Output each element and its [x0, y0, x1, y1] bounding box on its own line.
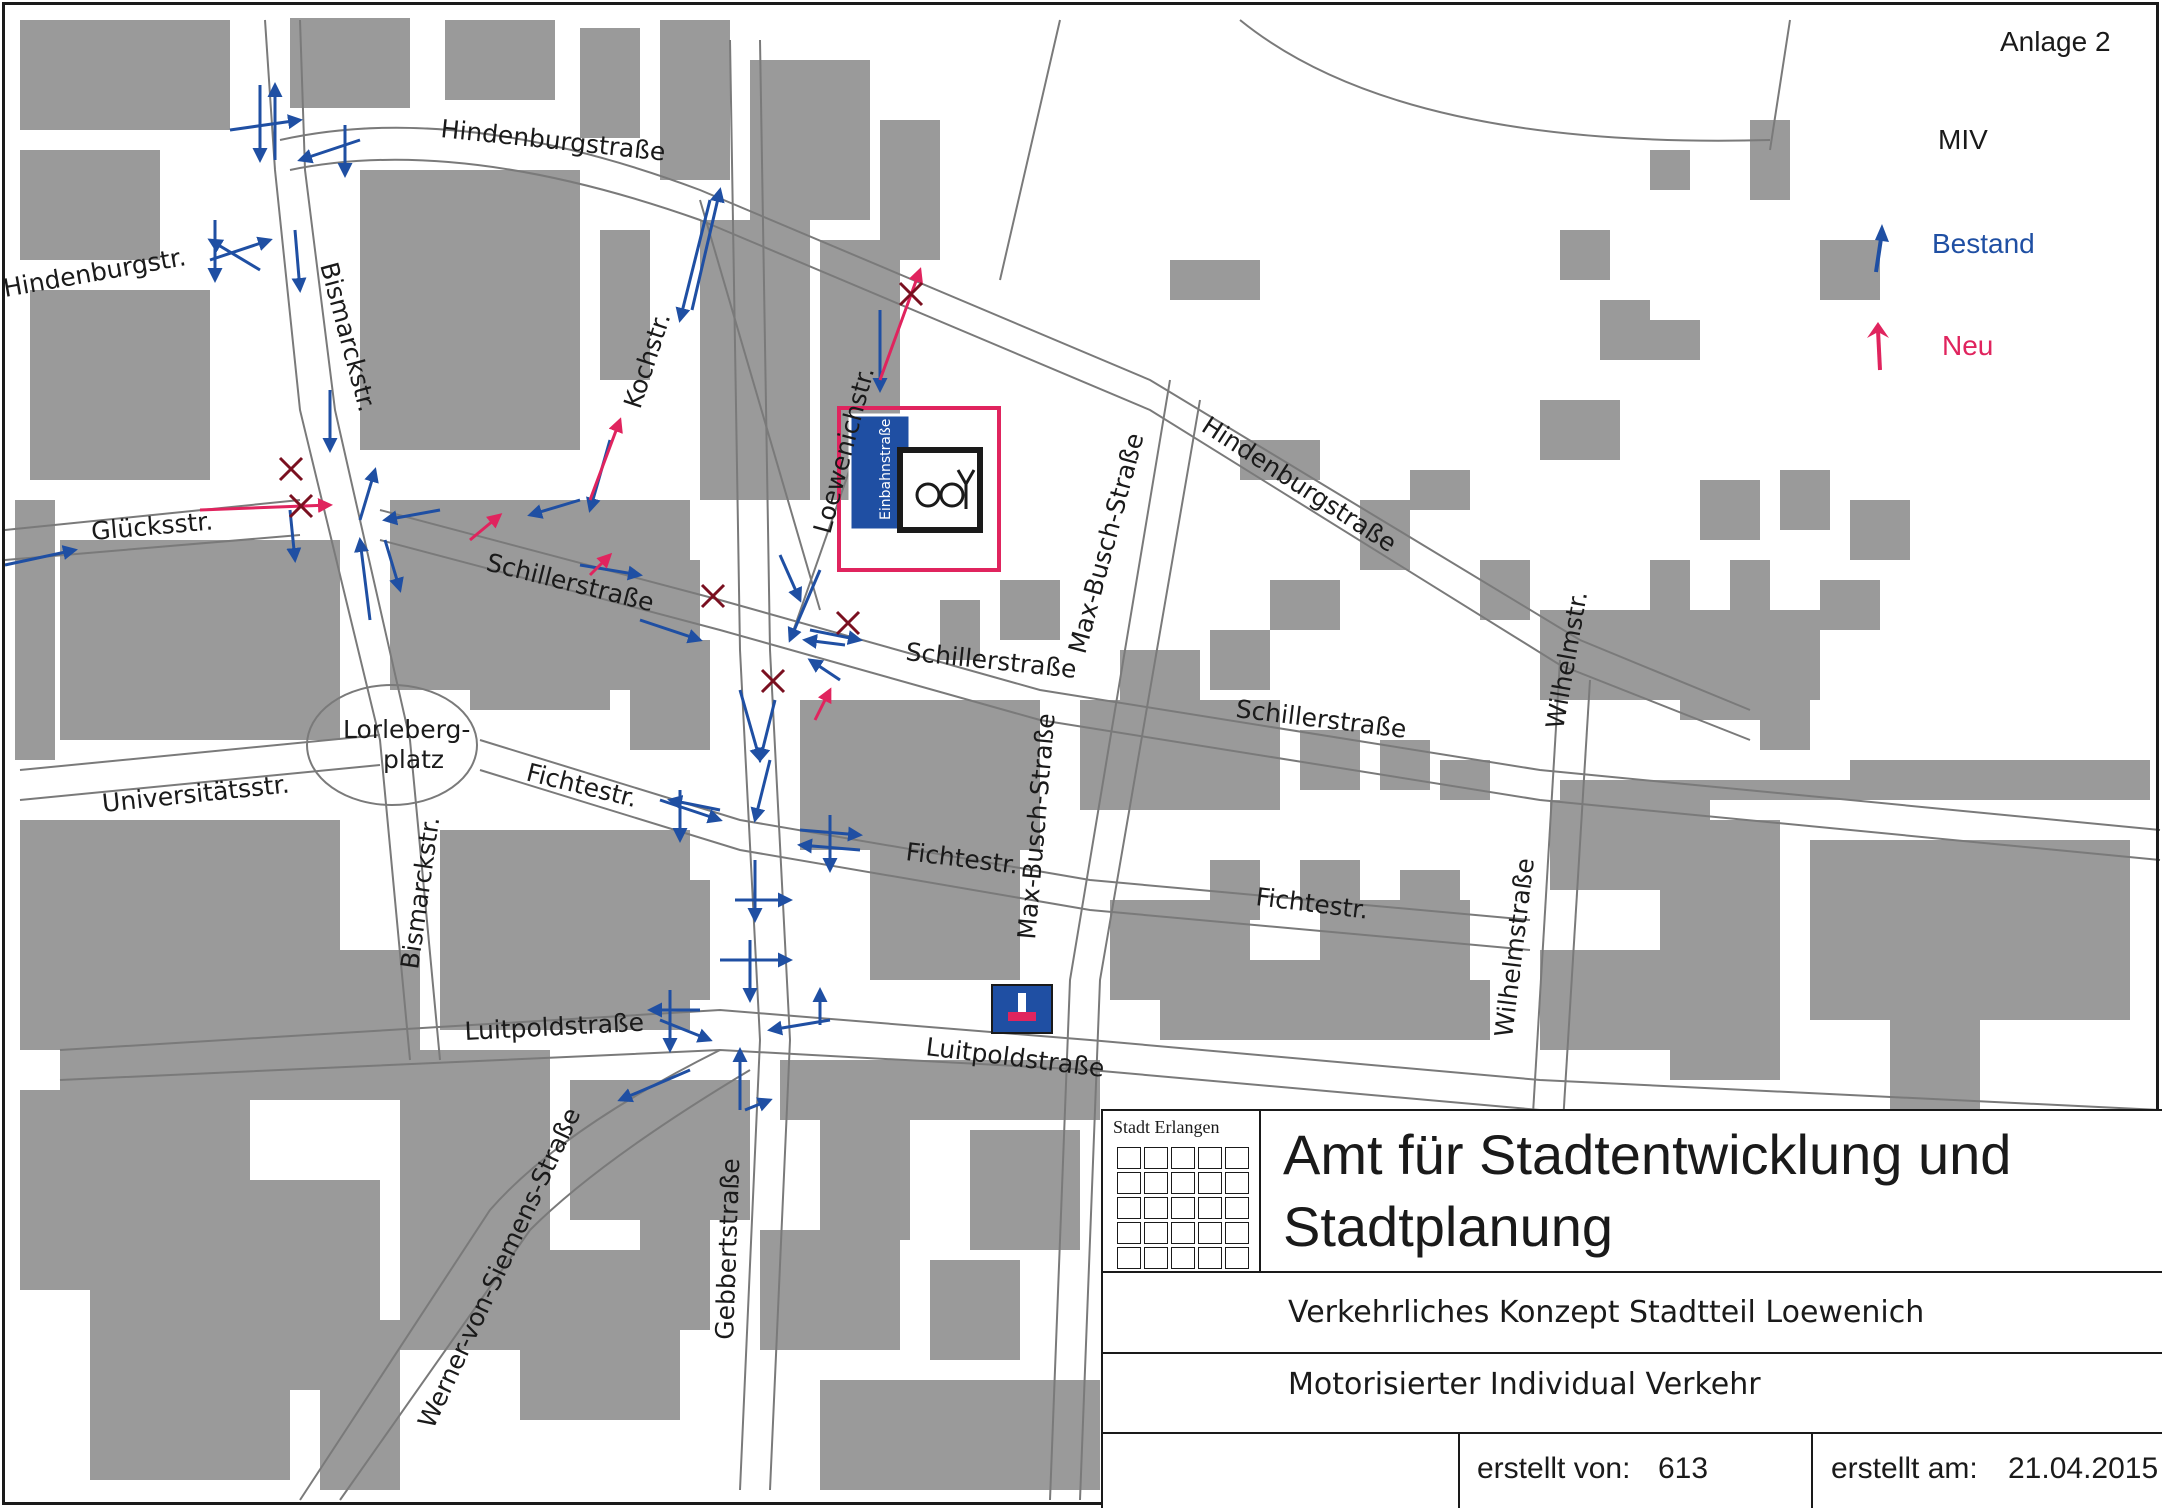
legend-heading: MIV — [1938, 124, 1988, 155]
arrow-new-loewenich — [878, 267, 923, 381]
arrow-existing-schiller-c2 — [639, 618, 703, 644]
arrow-existing-schiller-e3 — [807, 658, 841, 682]
arrow-existing-koch-4 — [690, 187, 725, 311]
arrow-existing-wvsiemens — [617, 1068, 691, 1103]
annex-label: Anlage 2 — [2000, 26, 2111, 57]
arrow-existing-hindenburg-w — [229, 114, 303, 132]
arrow-existing-loew-5 — [738, 689, 764, 763]
logo-grid-icon — [1117, 1147, 1249, 1269]
label-fichtestr-w: Fichtestr. — [524, 758, 641, 813]
road-network — [4, 19, 2161, 1501]
divider — [1103, 1271, 2162, 1273]
arrow-new-schiller-w — [469, 513, 503, 542]
label-lorlebergplatz-2: platz — [383, 745, 444, 774]
removed-movement-markers — [278, 281, 924, 694]
cross-schiller-c — [700, 583, 726, 609]
two-way-arrows-icon — [956, 469, 976, 509]
created-on-label: erstellt am: — [1831, 1452, 1978, 1485]
arrow-existing-koch-3 — [675, 199, 712, 323]
arrow-existing-koch-1 — [527, 498, 581, 519]
divider — [1103, 1432, 2162, 1434]
arrow-existing-loew-1 — [778, 554, 802, 603]
building-blocks — [15, 18, 2150, 1490]
logo-text: Stadt Erlangen — [1113, 1117, 1220, 1137]
legend-new-label: Neu — [1942, 330, 1994, 361]
project-subtitle: Verkehrliches Konzept Stadtteil Loewenic… — [1288, 1295, 1925, 1330]
label-gebbertstrasse: Gebbertstraße — [710, 1158, 745, 1340]
cross-loewenich-s — [760, 668, 786, 694]
arrow-existing-bismarck-3 — [354, 537, 372, 621]
cross-schiller-e — [835, 610, 861, 636]
cross-bismarck-1 — [278, 456, 304, 482]
topic-label: Motorisierter Individual Verkehr — [1288, 1367, 1761, 1402]
arrow-existing-schiller-e — [802, 634, 846, 649]
arrow-existing-hindenburg-w2 — [297, 138, 361, 164]
title-block: Stadt Erlangen Amt für Stadtentwicklung … — [1101, 1109, 2162, 1508]
arrow-existing-lorleberg — [358, 467, 379, 521]
arrow-existing-hindenburgstr — [209, 236, 273, 262]
city-logo: Stadt Erlangen — [1103, 1111, 1261, 1271]
office-title: Amt für Stadtentwicklung und Stadtplanun… — [1283, 1123, 2012, 1258]
arrow-existing-hindenburgstr2 — [207, 238, 261, 272]
bicycle-sign — [897, 447, 983, 533]
divider — [1811, 1432, 1813, 1508]
arrow-existing-bismarck-4 — [383, 539, 404, 593]
arrow-existing-bismarck-1 — [291, 229, 307, 293]
traffic-arrows-new — [199, 267, 923, 721]
traffic-arrows-existing — [4, 82, 888, 1112]
arrow-existing-loew-2 — [787, 569, 822, 643]
created-by-value: 613 — [1658, 1452, 1709, 1485]
divider — [1103, 1352, 2162, 1354]
arrow-new-koch — [588, 417, 623, 501]
label-hindenburgstrasse-e: Hindenburgstraße — [1197, 411, 1402, 558]
label-universitaetsstr: Universitätsstr. — [101, 769, 291, 818]
label-max-busch-strasse-n: Max-Busch-Straße — [1063, 430, 1150, 657]
arrow-new-schiller-c — [588, 552, 613, 577]
arrow-existing-schiller-c — [579, 563, 643, 581]
arrow-new-loew-s — [813, 687, 832, 721]
arrow-existing-fichte-w2 — [667, 794, 721, 812]
created-on-value: 21.04.2015 — [2008, 1452, 2159, 1485]
arrow-existing-schiller-e2 — [809, 628, 863, 646]
arrow-existing-schiller-w — [382, 508, 441, 526]
arrow-existing-loew-6 — [750, 759, 772, 823]
arrow-existing-gluecks — [4, 545, 78, 567]
divider — [1458, 1432, 1460, 1508]
signage-highlight-frame — [837, 406, 1001, 572]
dead-end-icon — [1018, 993, 1026, 1013]
legend-new-arrow-icon — [1867, 322, 1889, 371]
arrow-new-gluecks — [199, 497, 333, 513]
legend-existing-arrow-icon — [1874, 224, 1889, 273]
arrow-existing-luitpold-w — [659, 1018, 713, 1043]
created-by-label: erstellt von: — [1477, 1452, 1631, 1485]
legend-existing-label: Bestand — [1932, 228, 2035, 259]
cross-bismarck-2 — [288, 493, 314, 519]
label-bismarckstr-s: Bismarckstr. — [395, 815, 445, 971]
bicycle-icon — [915, 482, 941, 508]
arrow-existing-loew-4 — [755, 699, 777, 763]
one-way-sign-text: Einbahnstraße — [878, 419, 894, 520]
arrow-existing-gluecks-s — [286, 509, 302, 563]
cross-loewenich — [898, 281, 924, 307]
arrow-existing-gebbert-6 — [744, 1097, 773, 1112]
label-lorlebergplatz-1: Lorleberg- — [343, 715, 470, 744]
signage-highlight: Einbahnstraße — [837, 406, 1053, 1034]
